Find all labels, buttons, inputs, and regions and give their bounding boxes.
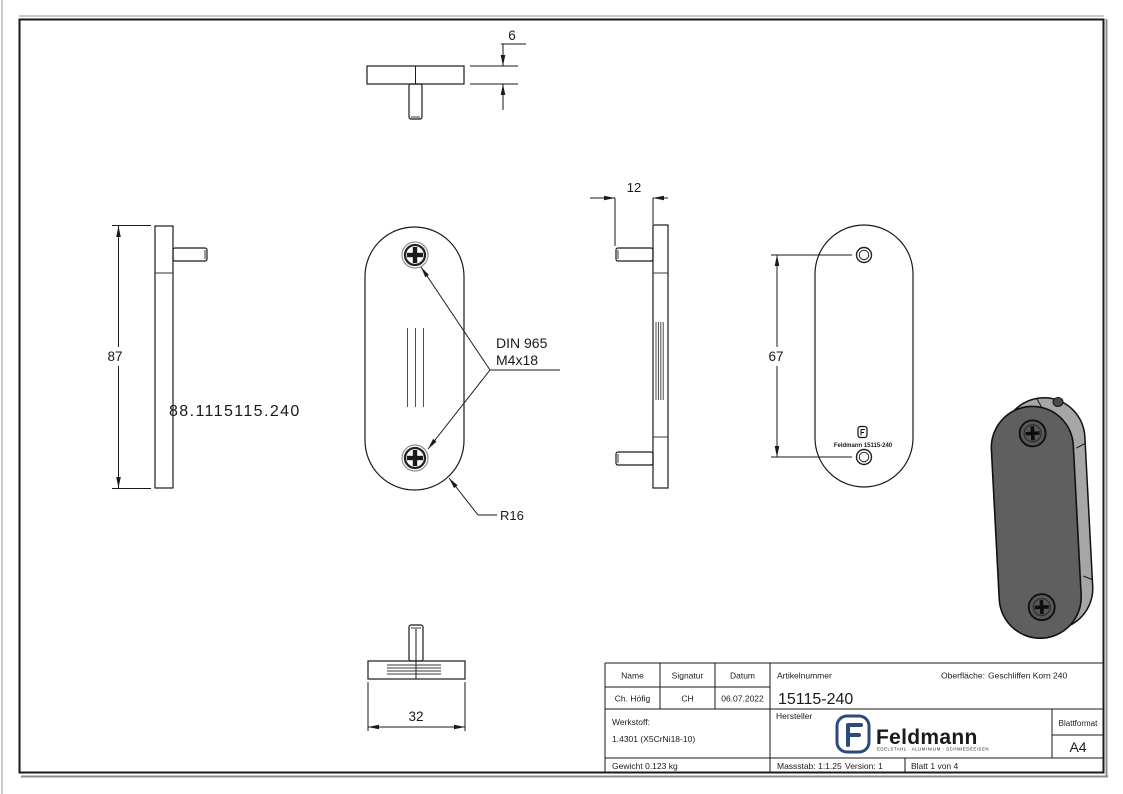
- article-number-label: Artikelnummer: [777, 671, 832, 681]
- dim-depth-label: 12: [627, 180, 641, 195]
- date-label: Datum: [730, 671, 755, 681]
- title-block: Name Signatur Datum Ch. Höfig CH 06.07.2…: [604, 662, 1104, 773]
- hole-top: [855, 246, 873, 264]
- bottom-view: 32: [367, 624, 466, 731]
- signature-label: Signatur: [672, 671, 704, 681]
- feldmann-logo-f: [846, 723, 863, 747]
- dim-hole-distance-label: 67: [768, 349, 783, 364]
- dimension-32: 32: [367, 682, 466, 731]
- radius-label: R16: [500, 508, 524, 523]
- name-value: Ch. Höfig: [615, 694, 651, 704]
- screw-note-line1: DIN 965: [496, 335, 548, 351]
- dim-width-label: 32: [408, 709, 423, 724]
- dim-thickness-label: 6: [508, 28, 516, 43]
- iso-screw-top: [1018, 419, 1047, 448]
- sheet-format-label: Blattformat: [1059, 719, 1098, 728]
- version-value: Version: 1: [845, 761, 883, 771]
- screw-top: [401, 241, 429, 269]
- top-view: 6: [366, 28, 526, 120]
- title-block-grid: [604, 662, 1104, 773]
- feldmann-brand-text: Feldmann: [876, 726, 978, 749]
- dim-height-label: 87: [107, 349, 122, 364]
- front-view: DIN 965 M4x18 R16: [364, 226, 560, 523]
- feldmann-mini-logo: [857, 425, 868, 439]
- article-number-value: 15115-240: [778, 691, 853, 708]
- back-view: Feldmann 15115-240 67: [768, 224, 914, 488]
- left-view: 87 88.1115115.240: [107, 225, 301, 489]
- scale-value: Massstab: 1:1.25: [777, 761, 842, 771]
- iso-screw-bottom: [1027, 593, 1056, 622]
- dimension-67: 67: [768, 254, 852, 458]
- sheet-format-value: A4: [1069, 739, 1086, 755]
- screw-note-line2: M4x18: [496, 352, 538, 368]
- feldmann-logo: Feldmann EDELSTAHL · ALUMINIUM · SCHMIED…: [835, 714, 989, 754]
- feldmann-logo-mark: [835, 714, 871, 754]
- side-view: 12: [590, 180, 669, 489]
- iso-view: [990, 397, 1094, 640]
- iso-front-face: [990, 405, 1082, 640]
- dimension-87: 87: [107, 225, 151, 489]
- iso-stud-tip: [1052, 397, 1064, 408]
- surface-value: Geschliffen Korn 240: [988, 671, 1067, 681]
- manufacturer-label: Hersteller: [776, 711, 813, 721]
- sheet-value: Blatt 1 von 4: [911, 761, 959, 771]
- signature-value: CH: [681, 694, 693, 704]
- screw-bottom: [401, 444, 429, 472]
- dimension-12: 12: [590, 180, 668, 246]
- dimension-6: 6: [470, 28, 526, 110]
- material-value: 1.4301 (X5CrNi18-10): [612, 734, 695, 744]
- screw-note-leader: DIN 965 M4x18: [420, 266, 560, 450]
- feldmann-tagline: EDELSTAHL · ALUMINIUM · SCHMIEDEEISEN: [877, 747, 989, 752]
- surface-label: Oberfläche:: [941, 671, 985, 681]
- radius-leader: R16: [448, 477, 524, 523]
- article-number-annotation: 88.1115115.240: [169, 403, 301, 420]
- name-label: Name: [621, 671, 644, 681]
- hole-bottom: [855, 448, 873, 466]
- engraving-text: Feldmann 15115-240: [834, 443, 893, 449]
- drawing-frame: [18, 18, 1105, 774]
- material-label: Werkstoff:: [612, 717, 650, 727]
- weight-value: Gewicht 0.123 kg: [612, 761, 678, 771]
- date-value: 06.07.2022: [721, 694, 764, 704]
